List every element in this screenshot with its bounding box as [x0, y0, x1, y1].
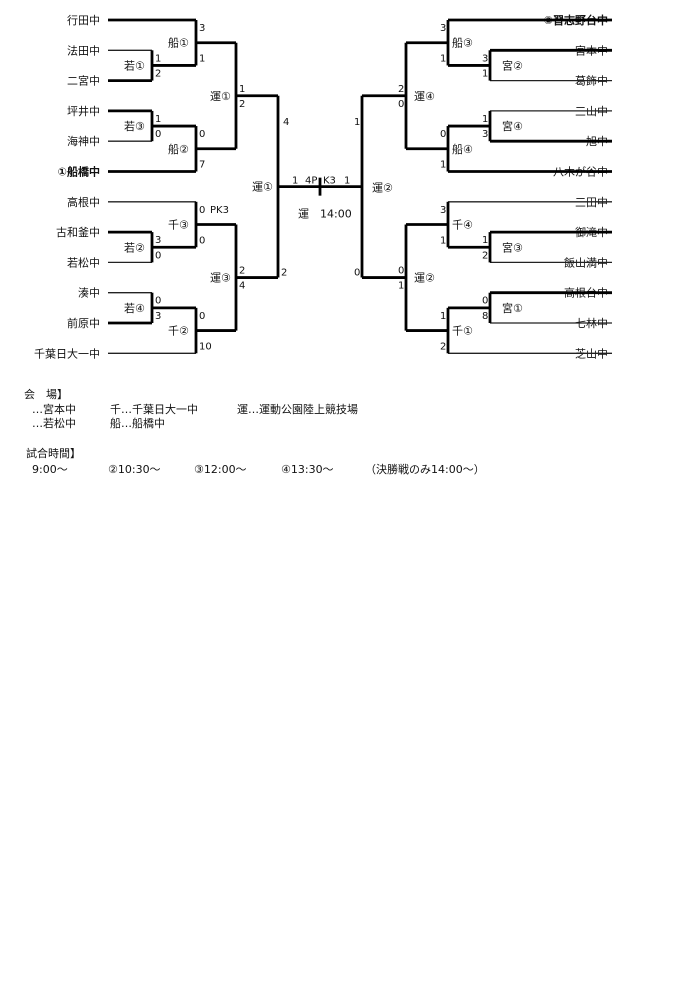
score-label: 0	[354, 268, 360, 279]
match-label: 千④	[452, 219, 473, 232]
time-final: （決勝戦のみ14:00〜）	[365, 463, 485, 476]
score-label: 10	[199, 341, 212, 352]
score-label: 3	[482, 129, 488, 140]
time-round-4: ④13:30〜	[281, 463, 334, 476]
score-label: 3	[440, 205, 446, 216]
venue-wakamatsu-note: …宮本中	[32, 403, 76, 416]
score-label: 3	[155, 311, 161, 322]
match-label: 船④	[452, 142, 473, 156]
score-label: 2	[440, 341, 446, 352]
match-label: 千③	[168, 219, 189, 232]
match-label: 若②	[124, 241, 145, 254]
score-label: 1	[155, 114, 161, 125]
time-round-3: ③12:00〜	[194, 463, 247, 476]
match-label: 若①	[124, 59, 145, 72]
score-label: 0	[199, 129, 205, 140]
score-label: 3	[199, 23, 205, 34]
time-round-1: 9:00〜	[32, 463, 68, 476]
score-label: 1	[199, 53, 205, 64]
venue-funabashi: 船…船橋中	[110, 417, 165, 430]
score-label: 0	[398, 266, 404, 277]
venue-undokoen: 運…運動公園陸上競技場	[237, 403, 358, 416]
score-label: 1	[239, 84, 245, 95]
score-label: 1	[440, 160, 446, 171]
times-heading: 試合時間】	[26, 447, 81, 460]
match-label: 千①	[452, 325, 473, 338]
final-pk-left: 4P	[305, 176, 317, 187]
team-name-left: 湊中	[78, 286, 100, 300]
team-name-left: 高根中	[67, 195, 100, 209]
team-name-left: 二宮中	[67, 74, 100, 88]
team-name-left: ①船橋中	[58, 165, 100, 179]
match-label: 運④	[414, 90, 435, 103]
score-label: 0	[199, 235, 205, 246]
score-label: 1	[440, 311, 446, 322]
team-name-left: 法田中	[67, 43, 100, 57]
score-label: 1	[482, 69, 488, 80]
score-label: 1	[482, 235, 488, 246]
venue-heading: 会 場】	[24, 388, 68, 401]
match-label: 船②	[168, 142, 189, 156]
time-round-2: ②10:30〜	[108, 463, 161, 476]
match-label: 宮①	[502, 301, 523, 315]
score-label: 0	[199, 311, 205, 322]
team-name-left: 若松中	[67, 255, 100, 269]
score-label: 2	[239, 99, 245, 110]
score-label: 0	[155, 250, 161, 261]
score-label: 0	[440, 129, 446, 140]
score-label: 1	[354, 117, 360, 128]
team-name-left: 坪井中	[67, 104, 100, 118]
venue-chiba: 千…千葉日大一中	[110, 403, 198, 416]
score-label: 1	[482, 114, 488, 125]
score-label: 3	[440, 23, 446, 34]
final-time-label: 運 14:00	[298, 208, 352, 221]
match-label: 宮③	[502, 240, 523, 254]
team-name-left: 行田中	[67, 14, 100, 27]
score-label: 3	[155, 235, 161, 246]
score-label: 0	[398, 99, 404, 110]
match-label: 船①	[168, 36, 189, 50]
score-label: 8	[482, 311, 488, 322]
match-label: 宮②	[502, 58, 523, 72]
final-score-left: 1	[292, 176, 298, 187]
score-label: 4	[283, 117, 289, 128]
score-label: 3	[482, 53, 488, 64]
score-label: 2	[239, 266, 245, 277]
score-label: 0	[155, 296, 161, 307]
match-label: 運①	[252, 181, 273, 194]
team-name-left: 古和釜中	[56, 225, 100, 239]
score-label: 0	[482, 296, 488, 307]
pk-label: PK3	[210, 205, 229, 216]
score-label: 7	[199, 160, 205, 171]
score-label: 2	[281, 268, 287, 279]
match-label: 宮④	[502, 119, 523, 133]
match-label: 若③	[124, 120, 145, 133]
score-label: 2	[482, 250, 488, 261]
score-label: 1	[440, 53, 446, 64]
score-label: 2	[155, 69, 161, 80]
score-label: 1	[398, 281, 404, 292]
score-label: 2	[398, 84, 404, 95]
final-pk-right: K3	[323, 176, 336, 187]
match-label: 若④	[124, 302, 145, 315]
team-name-left: 千葉日大一中	[34, 346, 100, 360]
venue-wakamatsu: …若松中	[32, 417, 76, 430]
team-name-left: 前原中	[67, 316, 100, 330]
match-label: 運①	[210, 90, 231, 103]
match-label: 千②	[168, 325, 189, 338]
score-label: 1	[440, 235, 446, 246]
match-label: 船③	[452, 36, 473, 50]
team-name-left: 海神中	[67, 134, 100, 148]
match-label: 運②	[414, 272, 435, 285]
final-score-right: 1	[344, 176, 350, 187]
score-label: 0	[155, 129, 161, 140]
score-label: 4	[239, 281, 245, 292]
match-label: 運③	[210, 272, 231, 285]
score-label: 0	[199, 205, 205, 216]
score-label: 1	[155, 53, 161, 64]
match-label: 運②	[372, 182, 393, 195]
